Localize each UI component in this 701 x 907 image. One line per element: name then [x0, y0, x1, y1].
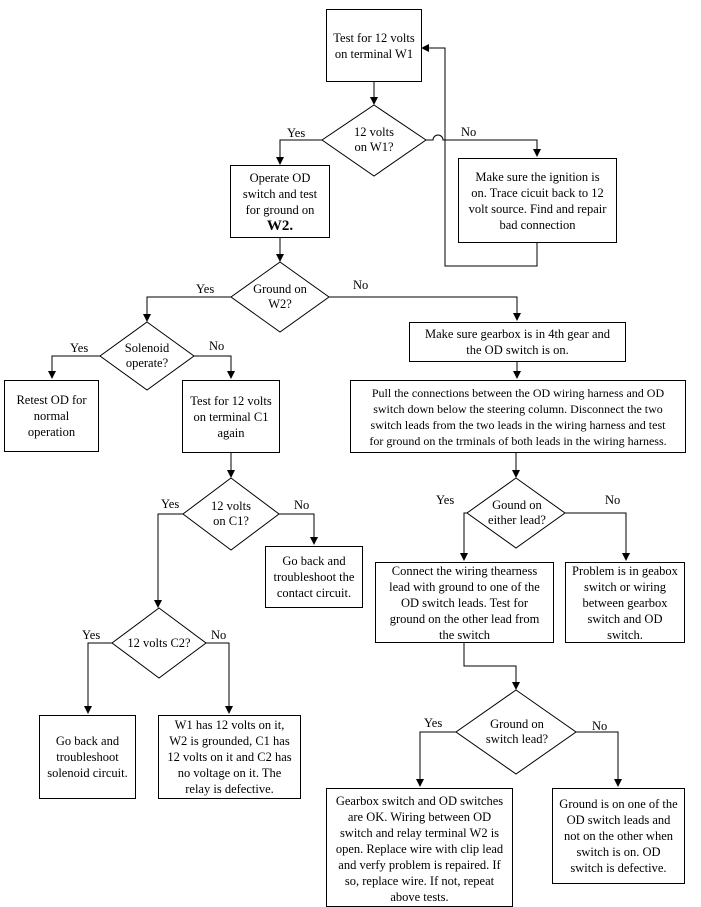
- connector-c2-no: [206, 642, 233, 714]
- label-solenoid-yes: Yes: [70, 341, 89, 355]
- decision-switch-lead-text: Ground on switch lead?: [485, 717, 549, 746]
- connector-switch-yes: [416, 731, 456, 787]
- test-w1-box: Test for 12 volts on terminal W1: [326, 9, 422, 82]
- od-defective-box: Ground is on one of the OD switch leads …: [552, 788, 685, 884]
- solenoid-circuit-box: Go back and troubleshoot solenoid circui…: [39, 715, 136, 799]
- decision-diamond-ground-w2: [230, 261, 330, 333]
- label-w2-yes: Yes: [196, 282, 215, 296]
- label-c2-no: No: [211, 628, 227, 642]
- label-switch-yes: Yes: [424, 716, 443, 730]
- decision-diamond-w1: [321, 104, 427, 177]
- connector-w1-no: [426, 134, 541, 157]
- label-c2-yes: Yes: [82, 628, 101, 642]
- label-w1-yes: Yes: [287, 126, 306, 140]
- ignition-box: Make sure the ignition is on. Trace cicu…: [458, 158, 617, 243]
- decision-ground-w2-text: Ground on W2?: [253, 282, 307, 311]
- label-w2-no: No: [353, 278, 369, 292]
- label-either-yes: Yes: [436, 493, 455, 507]
- connector-c2-yes: [84, 642, 112, 714]
- connector-ignition-loop: [421, 44, 538, 267]
- operate-od-text: Operate OD switch and test for ground on: [242, 170, 318, 217]
- connector-c1-no: [279, 513, 318, 545]
- decision-w1-text: 12 volts on W1?: [354, 125, 394, 154]
- decision-c1-text: 12 volts on C1?: [211, 499, 251, 528]
- connector-switch-no: [576, 731, 622, 787]
- decision-diamond-either-lead: [466, 477, 566, 549]
- connector-solenoid-yes: [48, 355, 100, 379]
- label-solenoid-no: No: [209, 339, 225, 353]
- gearbox-4th-box: Make sure gearbox is in 4th gear and the…: [409, 322, 626, 362]
- label-w1-no: No: [461, 125, 477, 139]
- label-switch-no: No: [592, 719, 608, 733]
- contact-circuit-box: Go back and troubleshoot the contact cir…: [265, 546, 363, 608]
- connector-either-no: [565, 512, 630, 561]
- connector-w2-yes: [143, 296, 231, 322]
- pull-connections-box: Pull the connections between the OD wiri…: [350, 380, 686, 453]
- decision-diamond-c2: [111, 607, 207, 679]
- connector-either-yes: [460, 512, 468, 561]
- gearbox-ok-box: Gearbox switch and OD switches are OK. W…: [326, 788, 513, 907]
- operate-od-terminal: W2.: [266, 217, 294, 234]
- decision-diamond-c1: [182, 477, 280, 551]
- connector-connect-to-switch: [463, 643, 520, 690]
- connector-w2-no: [329, 296, 521, 321]
- relay-defective-box: W1 has 12 volts on it, W2 is grounded, C…: [158, 715, 301, 799]
- decision-diamond-switch-lead: [455, 689, 577, 775]
- problem-gearbox-box: Problem is in geabox switch or wiring be…: [565, 562, 685, 643]
- connector-c1-yes: [154, 513, 183, 608]
- test-c1-box: Test for 12 volts on terminal C1 again: [182, 380, 280, 453]
- decision-c2-text: 12 volts C2?: [127, 635, 191, 650]
- decision-solenoid-text: Solenoid operate?: [124, 341, 170, 370]
- label-either-no: No: [605, 493, 621, 507]
- retest-od-box: Retest OD for normal operation: [4, 380, 99, 452]
- decision-either-lead-text: Gound on either lead?: [488, 498, 546, 527]
- operate-od-box: Operate OD switch and test for ground on…: [230, 165, 330, 238]
- connect-harness-box: Connect the wiring thearness lead with g…: [375, 562, 554, 643]
- label-c1-no: No: [294, 498, 310, 512]
- decision-diamond-solenoid: [99, 321, 195, 391]
- connector-solenoid-no: [194, 355, 235, 379]
- label-c1-yes: Yes: [161, 497, 180, 511]
- connector-w1-yes: [276, 139, 322, 165]
